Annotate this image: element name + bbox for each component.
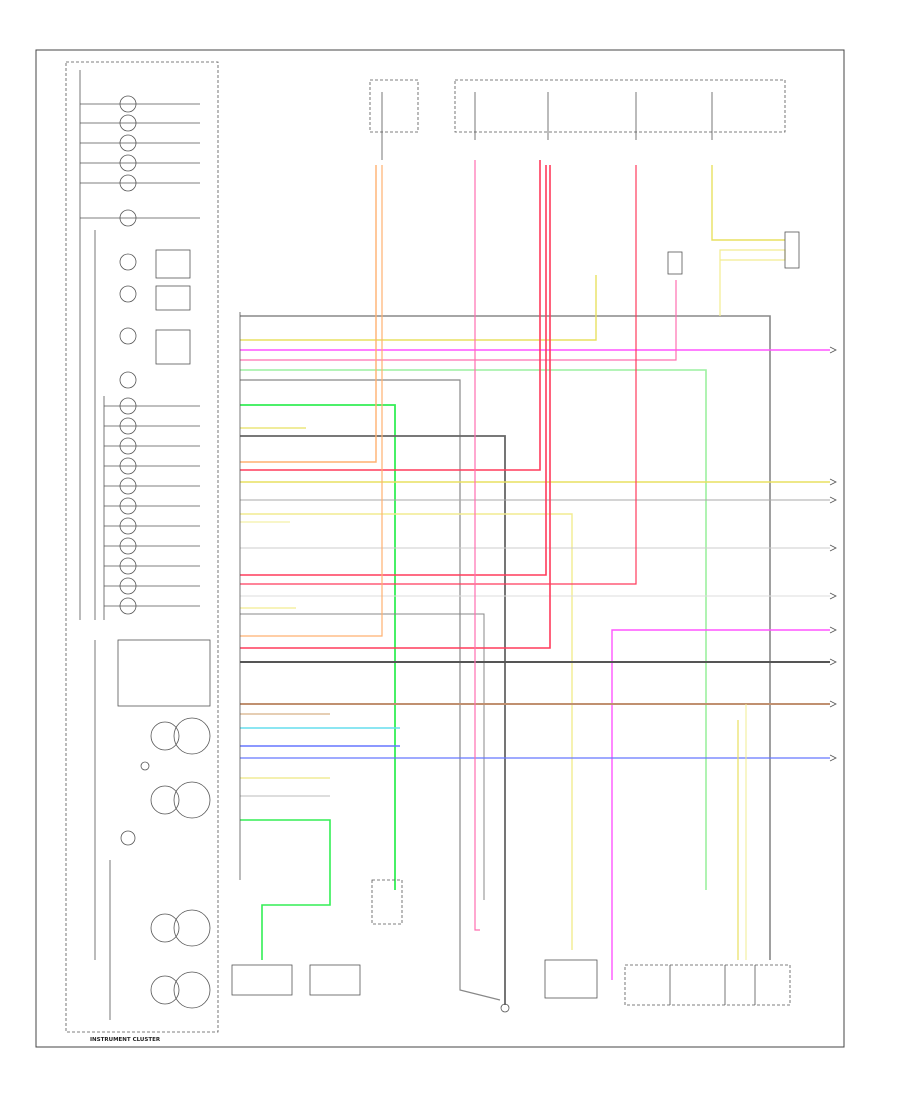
- wire-red-1: [240, 160, 541, 471]
- gauge-4: [173, 971, 211, 1009]
- wire-green-3: [240, 819, 331, 960]
- gauge-3: [173, 909, 211, 947]
- wire-light-yellow-1: [240, 275, 597, 341]
- cluster-dashed-box: [65, 61, 219, 1033]
- gauge-2: [173, 781, 211, 819]
- wire-pink-red: [474, 160, 480, 931]
- indicator-lamps: [80, 95, 211, 707]
- cluster-title: INSTRUMENT CLUSTER: [90, 1037, 161, 1043]
- wire-orange-1: [240, 165, 377, 463]
- wire-magenta-2: [611, 629, 830, 980]
- gauges: [120, 717, 211, 1009]
- wire-red-3: [240, 165, 637, 585]
- fuse-blocks: [369, 79, 786, 160]
- wire-pink-1: [240, 280, 677, 361]
- wire-red-4: [240, 165, 551, 649]
- sensor-top-right: [784, 231, 800, 269]
- bottom-components: [231, 231, 800, 1013]
- wire-gray-top: [240, 315, 771, 960]
- relay-box: [667, 251, 683, 275]
- wire-gray-7: [240, 613, 485, 900]
- sensor-box-2: [309, 964, 361, 996]
- sensor-box-1: [231, 964, 293, 996]
- fuse-box-left: [369, 79, 419, 133]
- instrument-cluster: INSTRUMENT CLUSTER: [65, 61, 219, 1043]
- wires: [240, 160, 830, 1005]
- fuse-box-main: [454, 79, 786, 133]
- module-box-1: [544, 959, 598, 999]
- wire-gray-2: [240, 379, 501, 1001]
- control-module-box: [624, 964, 791, 1006]
- right-edge-terminals: [829, 346, 837, 762]
- wire-red-2: [240, 165, 547, 576]
- diagram-border: [35, 49, 845, 1048]
- wire-yellow-sensor: [711, 165, 785, 241]
- ground-point: [500, 1003, 510, 1013]
- wire-green-1: [240, 369, 707, 890]
- wire-light-yellow-sensor: [719, 249, 786, 316]
- wire-light-yellow-5: [240, 513, 573, 950]
- switch-box: [371, 879, 403, 925]
- wire-orange-2: [240, 165, 383, 637]
- gauge-1: [173, 717, 211, 755]
- wire-gray-3: [240, 435, 506, 1005]
